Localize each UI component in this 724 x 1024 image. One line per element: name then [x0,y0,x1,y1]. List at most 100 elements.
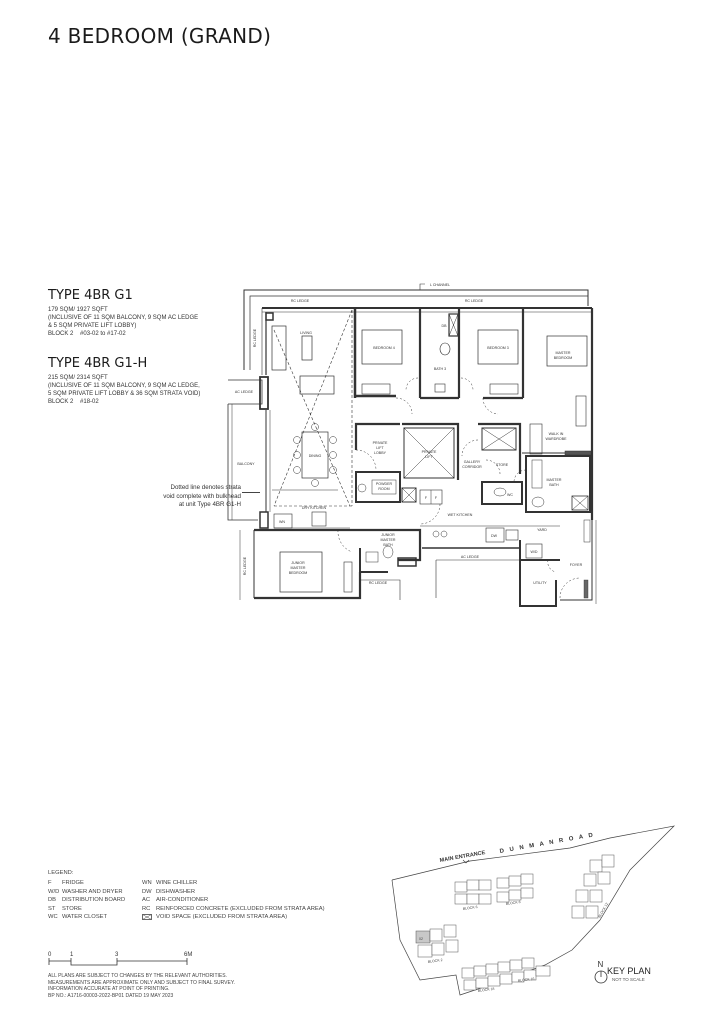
block-label: BLOCK 2 [428,958,443,964]
block-label: BLOCK 18 [478,987,495,993]
label-wc: WC [507,493,513,497]
unit-area: 215 SQM/ 2314 SQFT [48,375,108,381]
label-utility: UTILITY [533,581,547,585]
unit-type-g1h: TYPE 4BR G1-H 215 SQM/ 2314 SQFT (INCLUS… [48,356,248,406]
label-balcony: BALCONY [237,462,255,466]
label-junior-master-bath: JUNIOR [381,533,395,537]
label-living: LIVING [300,331,312,335]
label-rc-ledge: RC LEDGE [465,299,484,303]
label-washer-dryer: W/D [531,550,538,554]
key-plan-map: MAIN ENTRANCE D U N M A N R O A D BLOCK … [391,825,676,996]
note-leader-line [242,492,260,493]
scale-bar: 0 1 3 6M [48,950,208,975]
label-db: DB [442,324,448,328]
highlighted-unit-label: 02 [419,937,423,941]
label-gallery-corridor: GALLERY [464,460,481,464]
label-rc-ledge: RC LEDGE [369,581,388,585]
label-private-lift-lobby: PRIVATE [373,441,388,445]
legend-desc: DISTRIBUTION BOARD [62,897,126,903]
label-store: STORE [496,463,509,467]
label-private-lift: PRIVATE [422,450,437,454]
label-master-bedroom: BEDROOM [554,356,573,360]
legend-desc: WASHER AND DRYER [62,888,123,895]
label-dry-kitchen: DRY KITCHEN [302,506,327,510]
key-plan-subtitle: NOT TO SCALE [612,977,645,982]
unit-type-g1: TYPE 4BR G1 179 SQM/ 1927 SQFT (INCLUSIV… [48,288,248,338]
block-label: BLOCK 16 [518,977,535,983]
label-rc-ledge: RC LEDGE [291,299,310,303]
unit-inclusive: (INCLUSIVE OF 11 SQM BALCONY, 9 SQM AC L… [48,383,200,389]
unit-block: BLOCK 2 #18-02 [48,399,99,405]
label-fridge: F [425,496,428,500]
void-space-icon [142,914,156,922]
key-plan-title: KEY PLAN [607,966,651,976]
legend-desc: REINFORCED CONCRETE (EXCLUDED FROM STRAT… [156,905,325,912]
unit-inclusive: (INCLUSIVE OF 11 SQM BALCONY, 9 SQM AC L… [48,315,199,321]
label-bedroom-4: BEDROOM 4 [373,346,395,350]
legend-title: LEGEND: [48,870,74,876]
label-dishwasher: DW [491,534,498,538]
scale-tick: 3 [115,952,119,958]
label-powder-room: POWDER [376,482,393,486]
legend-code: W/D [48,888,60,895]
label-gallery-corridor: CORRIDOR [462,465,482,469]
label-bath-3: BATH 3 [434,367,446,371]
strata-void-note: Dotted line denotes strata void complete… [163,484,241,508]
legend-code: ST [48,905,56,912]
scale-tick: 6M [184,952,192,958]
unit-type-title: TYPE 4BR G1 [48,288,133,303]
scale-tick: 0 [48,952,52,958]
legend-desc: DISHWASHER [156,888,196,895]
label-bedroom-3: BEDROOM 3 [487,346,509,350]
label-rc-ledge: RC LEDGE [253,328,257,347]
scale-tick: 1 [70,952,74,958]
label-master-bath: BATH [549,483,559,487]
legend-desc: VOID SPACE (EXCLUDED FROM STRATA AREA) [156,914,288,920]
label-rc-ledge: RC LEDGE [243,556,247,575]
label-junior-master-bedroom: BEDROOM [289,571,308,575]
label-ac-ledge: AC LEDGE [235,390,254,394]
label-dining: DINING [309,454,322,458]
unit-inclusive: 5 SQM PRIVATE LIFT LOBBY & 36 SQM STRATA… [48,391,201,397]
label-powder-room: ROOM [378,487,389,491]
page-title: 4 BEDROOM (GRAND) [48,24,272,48]
label-junior-master-bedroom: MASTER [291,566,306,570]
svg-text:N: N [598,960,604,969]
disclaimer: ALL PLANS ARE SUBJECT TO CHANGES BY THE … [48,973,235,999]
label-junior-master-bedroom: JUNIOR [291,561,305,565]
unit-inclusive: & 5 SQM PRIVATE LIFT LOBBY) [48,323,137,329]
legend-code: WC [48,914,58,920]
label-wet-kitchen: WET KITCHEN [448,513,473,517]
legend-desc: WINE CHILLER [156,880,198,886]
block-label: BLOCK 8 [506,900,521,906]
legend-code: F [48,880,52,886]
legend: LEGEND: F FRIDGE WN WINE CHILLER W/D WAS… [48,870,336,922]
label-junior-master-bath: MASTER [381,538,396,542]
legend-code: RC [142,905,151,912]
block-label: BLOCK 6 [463,905,478,911]
label-master-bedroom: MASTER [556,351,571,355]
legend-code: AC [142,897,151,903]
unit-block: BLOCK 2 #03-02 to #17-02 [48,331,126,337]
legend-code: DB [48,897,57,903]
legend-desc: STORE [62,905,82,912]
legend-desc: FRIDGE [62,880,84,886]
label-private-lift-lobby: LIFT [376,446,384,450]
label-private-lift-lobby: LOBBY [374,451,387,455]
label-l-channel: L CHANNEL [430,283,450,287]
unit-type-title: TYPE 4BR G1-H [48,356,148,371]
label-ac-ledge: AC LEDGE [461,555,480,559]
unit-area: 179 SQM/ 1927 SQFT [48,307,108,313]
label-walk-in-wardrobe: WARDROBE [545,437,567,441]
label-junior-master-bath: BATH [383,543,393,547]
label-wine-chiller: WN [279,520,285,524]
north-arrow-icon: N [593,960,609,991]
legend-code: WN [142,880,152,886]
legend-desc: WATER CLOSET [62,914,108,920]
label-master-bath: MASTER [547,478,562,482]
label-private-lift: LIFT [425,455,433,459]
road-label: D U N M A N R O A D [499,832,595,855]
legend-desc: AIR-CONDITIONER [156,897,209,903]
block-label: BLOCK 12 [597,902,609,919]
